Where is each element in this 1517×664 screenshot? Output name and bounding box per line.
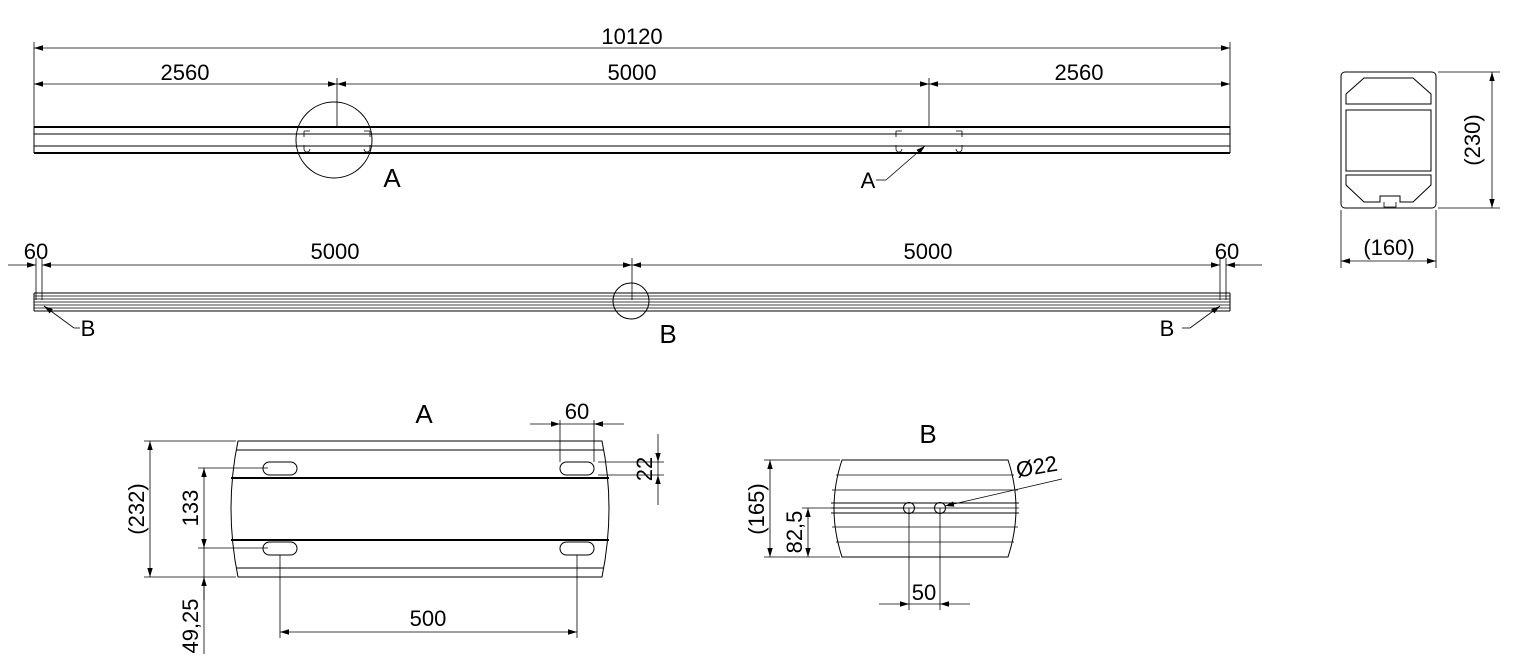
detail-a-profile (230, 440, 610, 578)
callout-a-text: A (861, 168, 876, 193)
dimension-right-offset: 2560 (929, 60, 1230, 87)
dimension-end-width: (160) (1340, 210, 1437, 268)
top-slots-right (895, 130, 963, 153)
dimension-a-edge-offset-text: 49,25 (178, 598, 203, 653)
dimension-middle-span-text: 5000 (608, 60, 657, 85)
dimension-end-height-text: (230) (1460, 114, 1485, 165)
dimension-a-slot-pitch: 500 (279, 555, 578, 638)
detail-circle-b (612, 282, 650, 320)
slot-top-right (559, 461, 595, 476)
dimension-left-span-text: 5000 (311, 239, 360, 264)
dimension-left-end: 60 (8, 239, 48, 268)
dimension-a-edge-offset: 49,25 (178, 548, 207, 654)
dimension-overall-length: 10120 (34, 24, 1230, 51)
top-view: 10120 2560 5000 2560 (33, 24, 1231, 193)
dimension-b-hole-spacing-text: 50 (912, 580, 936, 605)
dimension-a-slot-pitch-text: 500 (410, 606, 447, 631)
detail-b: B (165) 82,5 (744, 419, 1063, 610)
side-view: 60 5000 5000 60 B (8, 239, 1262, 349)
dimension-right-offset-text: 2560 (1055, 60, 1104, 85)
dimension-middle-span: 5000 (337, 60, 929, 87)
dimension-a-slot-length: 60 (530, 399, 624, 462)
callout-b-left: B (43, 305, 96, 341)
dimension-left-offset-text: 2560 (161, 60, 210, 85)
end-view-profile (1340, 71, 1437, 209)
slot-top-left (262, 461, 298, 476)
dimension-left-span: 5000 (42, 239, 632, 268)
detail-label-b: B (659, 319, 676, 349)
dimension-right-span: 5000 (632, 239, 1220, 268)
detail-b-title: B (919, 419, 936, 449)
dimension-b-hole-diameter-text: Ø22 (1014, 451, 1059, 483)
dimension-b-hole-spacing: 50 (879, 508, 970, 610)
detail-a-title: A (415, 399, 433, 429)
slot-bottom-left (262, 541, 298, 556)
end-view: (230) (160) (1340, 71, 1500, 268)
dimension-b-height: (165) (744, 459, 840, 558)
dimension-right-end-text: 60 (1215, 239, 1239, 264)
dimension-left-end-text: 60 (24, 239, 48, 264)
beam-top-body (33, 126, 1231, 154)
beam-side-body (33, 292, 1231, 312)
top-slots-left (303, 130, 371, 153)
dimension-a-slot-width-text: 22 (632, 457, 657, 481)
dimension-a-overall-height-text: (232) (124, 483, 149, 534)
detail-a: A (232) 133 4 (124, 399, 664, 654)
dimension-b-hole-diameter: Ø22 (944, 451, 1063, 507)
detail-label-a: A (383, 163, 401, 193)
callout-b-right-text: B (1160, 316, 1175, 341)
dimension-a-slot-spacing-text: 133 (178, 490, 203, 527)
detail-b-profile (831, 459, 1019, 558)
dimension-b-height-text: (165) (744, 483, 769, 534)
detail-circle-a (295, 101, 373, 179)
dimension-right-end: 60 (1215, 239, 1262, 268)
dimension-end-height: (230) (1438, 71, 1500, 209)
dimension-a-slot-width: 22 (598, 434, 664, 505)
dimension-b-hole-height: 82,5 (782, 507, 904, 557)
callout-b-right: B (1160, 305, 1221, 341)
dimension-left-offset: 2560 (34, 60, 337, 87)
slot-bottom-right (559, 541, 595, 556)
dimension-a-slot-spacing: 133 (178, 467, 268, 549)
dimension-b-hole-height-text: 82,5 (782, 511, 807, 554)
callout-a: A (861, 145, 926, 193)
callout-b-left-text: B (81, 316, 96, 341)
dimension-a-slot-length-text: 60 (565, 399, 589, 424)
dimension-a-overall-height: (232) (124, 440, 236, 578)
dimension-right-span-text: 5000 (904, 239, 953, 264)
dimension-overall-length-text: 10120 (601, 24, 662, 49)
dimension-end-width-text: (160) (1363, 235, 1414, 260)
